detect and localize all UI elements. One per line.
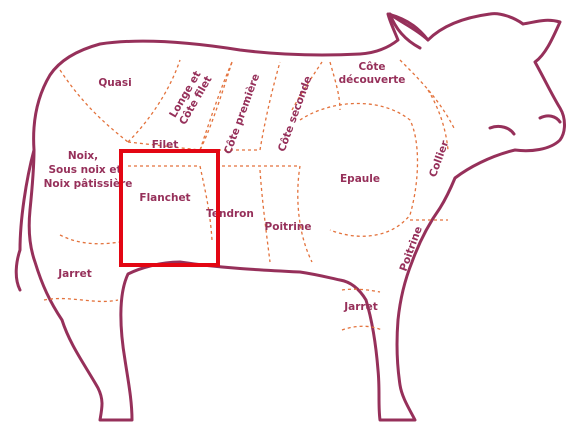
label-epaule: Epaule [340, 173, 380, 185]
label-cote-decouverte-line1: Côte [358, 61, 385, 73]
label-noix-line1: Noix, [68, 150, 98, 162]
muzzle-detail [540, 116, 560, 122]
label-tendron: Tendron [206, 208, 254, 220]
flanchet-highlight-box [121, 151, 218, 265]
eye-detail [490, 126, 514, 134]
label-poitrine-main: Poitrine [265, 221, 312, 233]
label-collier: Collier [427, 138, 452, 179]
calf-outline [29, 14, 564, 420]
label-noix-line2: Sous noix et [48, 164, 121, 176]
label-quasi: Quasi [98, 77, 131, 89]
label-cote-premiere: Côte première [222, 72, 262, 156]
label-flanchet: Flanchet [139, 192, 190, 204]
tail-outline [16, 150, 34, 290]
label-jarret-rear: Jarret [57, 268, 92, 280]
label-cote-seconde: Côte seconde [276, 75, 315, 154]
label-cote-decouverte-line2: découverte [339, 74, 406, 86]
label-poitrine-front: Poitrine [398, 225, 425, 273]
label-jarret-front: Jarret [343, 301, 378, 313]
